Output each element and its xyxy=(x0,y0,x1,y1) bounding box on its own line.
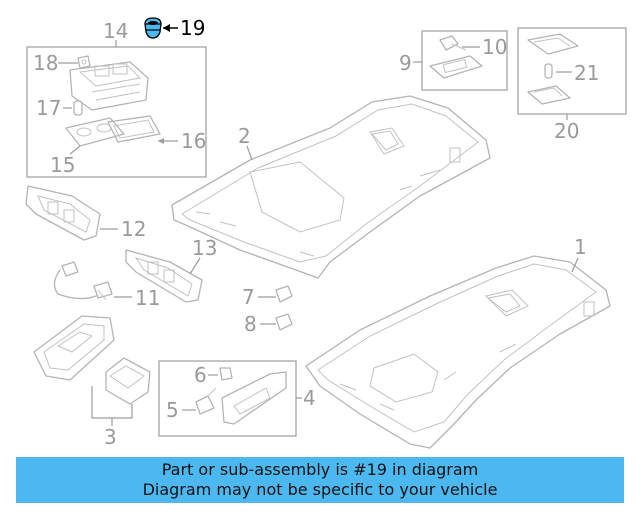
callout-9: 9 xyxy=(399,51,412,75)
group-box-4 xyxy=(158,360,297,437)
callout-5: 5 xyxy=(166,398,179,422)
callout-16: 16 xyxy=(181,129,206,153)
part-20-lamp-top-icon xyxy=(527,33,579,55)
callout-13: 13 xyxy=(192,236,217,260)
leader-19-arrow xyxy=(163,24,170,32)
callout-3: 3 xyxy=(104,425,117,449)
part-18-screw-icon xyxy=(77,55,91,69)
part-3-console-icon xyxy=(33,315,115,381)
part-11-harness-icon xyxy=(53,261,113,301)
part-13-trim-icon xyxy=(125,249,203,303)
group-box-9 xyxy=(421,30,508,91)
banner-line-2: Diagram may not be specific to your vehi… xyxy=(142,480,498,499)
part-6-clip-icon xyxy=(219,367,233,381)
callout-17: 17 xyxy=(36,96,61,120)
part-8-clip-icon xyxy=(275,313,293,331)
part-3-bracket-icon xyxy=(105,357,151,405)
part-9-lamp-icon xyxy=(429,55,483,79)
callout-12: 12 xyxy=(121,217,146,241)
callout-18: 18 xyxy=(33,51,58,75)
callout-10: 10 xyxy=(482,35,507,59)
part-15-lens-icon xyxy=(65,117,125,147)
part-20-lamp-icon xyxy=(527,85,571,105)
part-21-bulb-icon xyxy=(544,63,553,79)
part-2-headliner-icon xyxy=(171,95,491,279)
callout-15: 15 xyxy=(50,153,75,177)
callout-6: 6 xyxy=(194,363,207,387)
callout-7: 7 xyxy=(242,285,255,309)
callout-20: 20 xyxy=(554,119,579,143)
callout-1: 1 xyxy=(574,235,587,259)
part-14-map-lamp-icon xyxy=(69,61,149,111)
callout-2: 2 xyxy=(238,124,251,148)
part-19-clip-icon xyxy=(144,17,162,39)
part-7-clip-icon xyxy=(275,285,293,303)
part-5-bracket-icon xyxy=(195,387,217,415)
callout-19: 19 xyxy=(180,16,205,40)
part-4-visor-icon xyxy=(221,371,287,425)
part-1-headliner-icon xyxy=(305,255,611,449)
part-10-bulb-icon xyxy=(439,35,467,51)
callout-8: 8 xyxy=(244,312,257,336)
banner-line-1: Part or sub-assembly is #19 in diagram xyxy=(161,460,479,479)
callout-4: 4 xyxy=(303,386,316,410)
info-banner: Part or sub-assembly is #19 in diagram D… xyxy=(16,457,624,503)
callout-21: 21 xyxy=(574,61,599,85)
callout-14: 14 xyxy=(103,19,128,43)
group-box-20 xyxy=(517,27,627,115)
part-12-trim-icon xyxy=(25,185,101,241)
part-16-lens-cover-icon xyxy=(107,115,161,143)
callout-11: 11 xyxy=(135,286,160,310)
part-17-bulb-icon xyxy=(73,100,83,116)
